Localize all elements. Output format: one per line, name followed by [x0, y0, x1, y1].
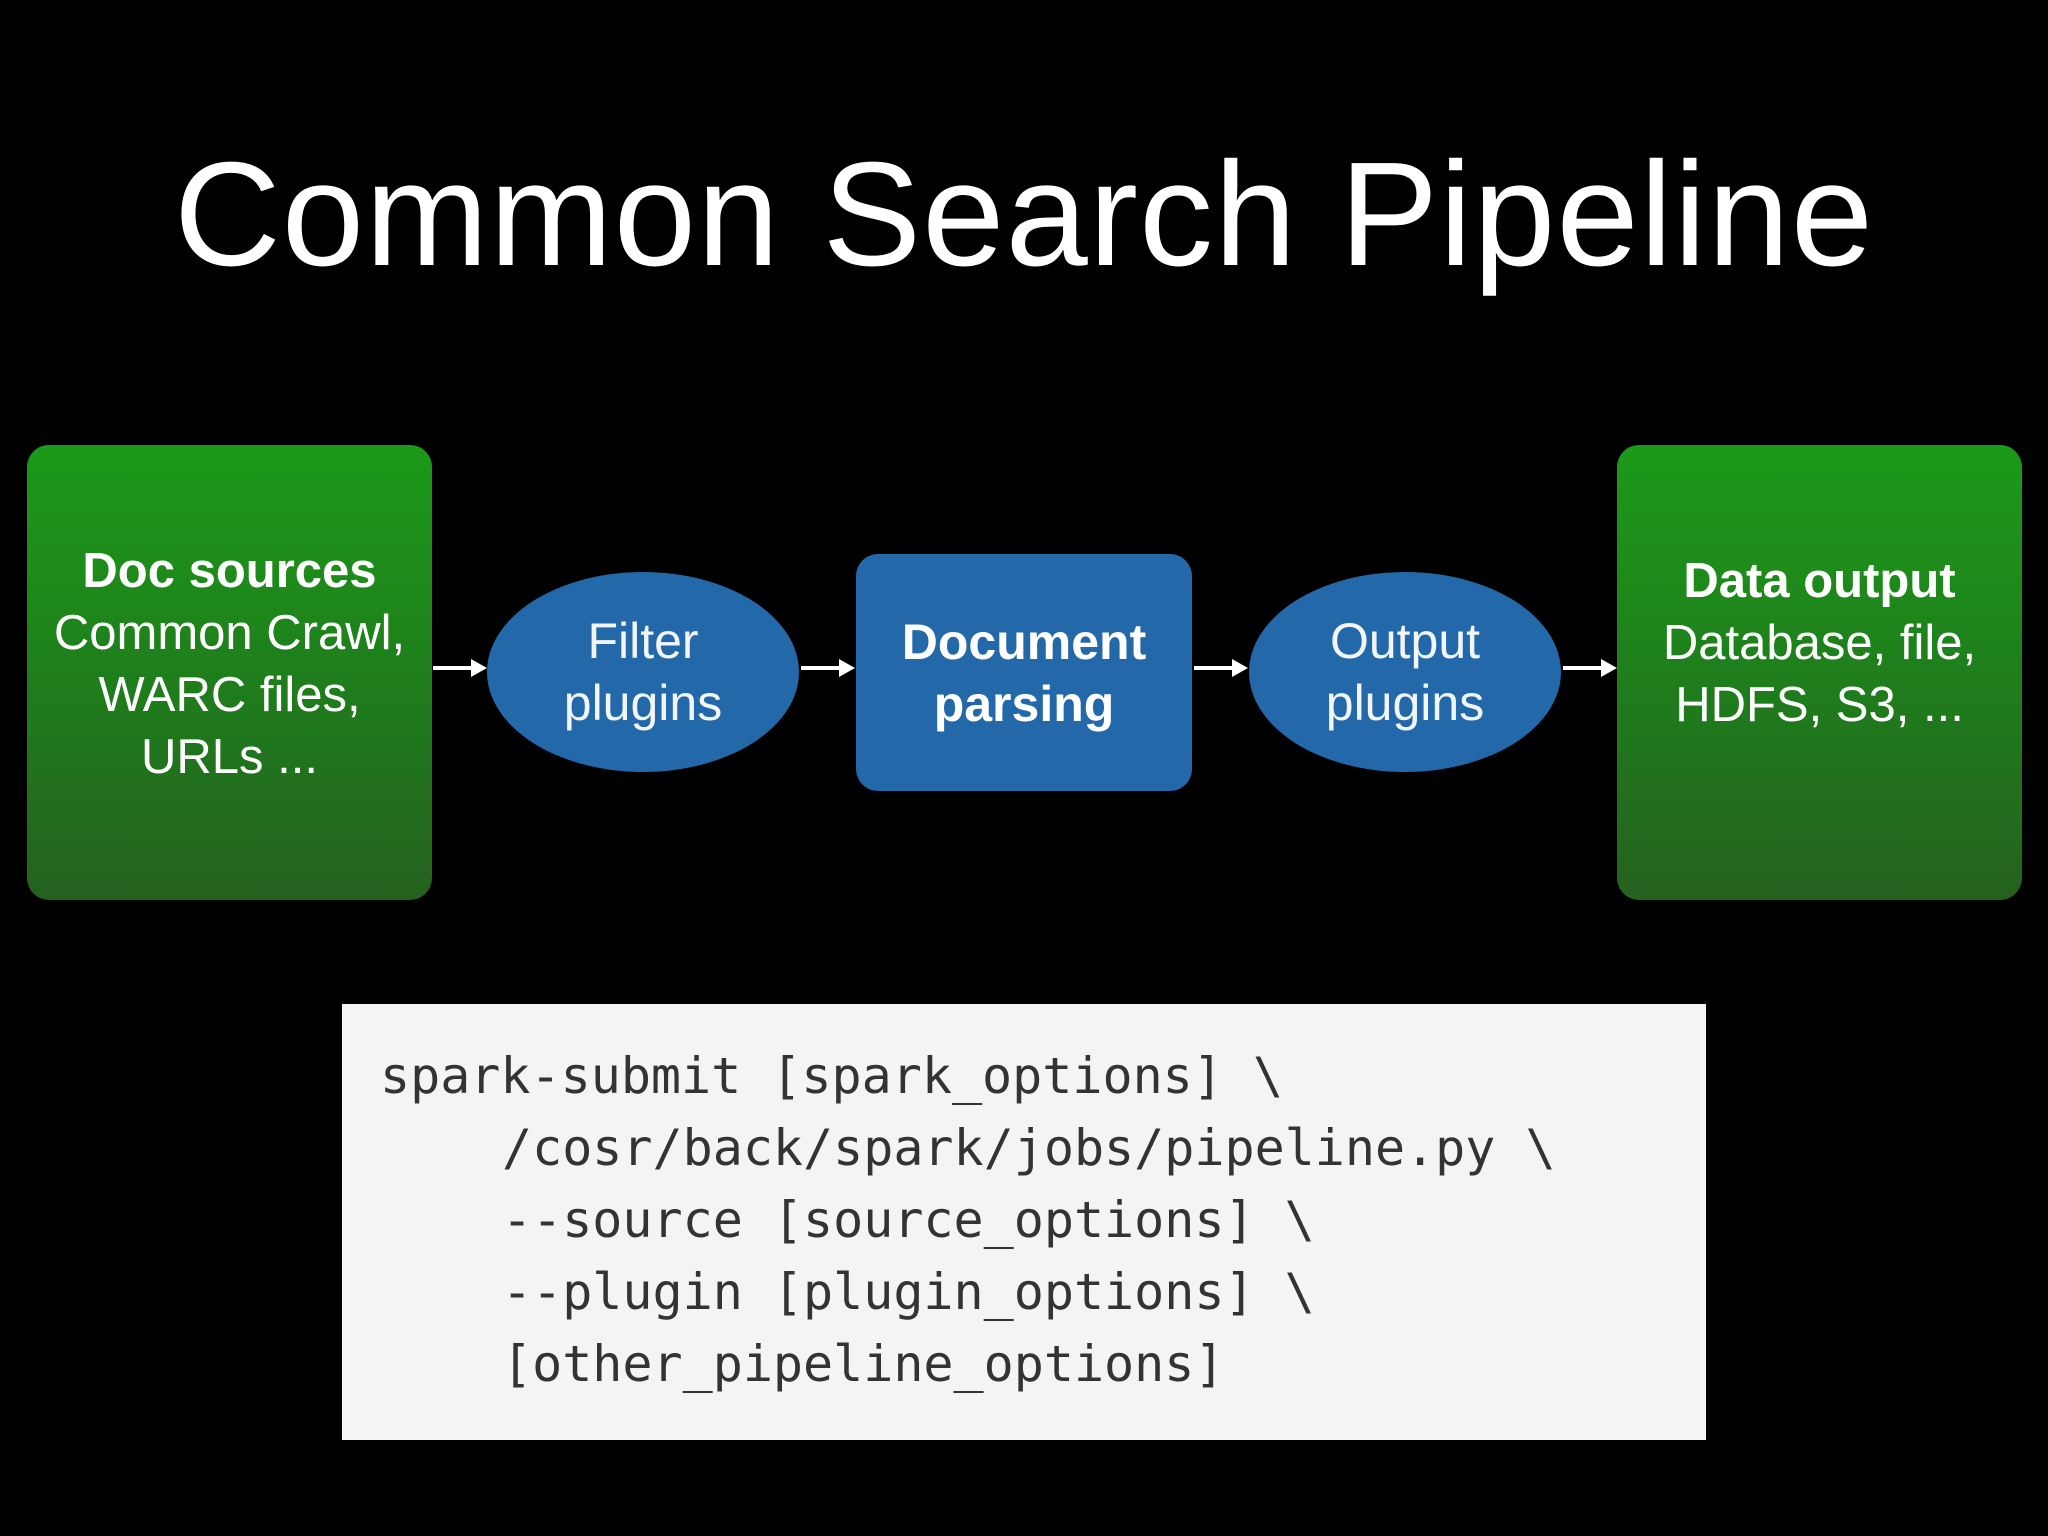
- doc-sources-heading: Doc sources: [82, 543, 377, 598]
- output-plugins-node: Output plugins: [1249, 572, 1561, 772]
- doc-sources-box: Doc sources Common Crawl, WARC files, UR…: [27, 445, 432, 900]
- filter-plugins-label: Filter: [587, 613, 699, 669]
- arrow-right-icon: [1563, 656, 1617, 680]
- filter-plugins-node: Filter plugins: [487, 572, 799, 772]
- document-parsing-label: Document: [901, 613, 1147, 670]
- data-output-content: Data output Database, file, HDFS, S3, ..…: [1663, 550, 1976, 736]
- slide-title: Common Search Pipeline: [173, 132, 1875, 297]
- doc-sources-line: Common Crawl,: [53, 605, 406, 660]
- arrow-right-icon: [801, 656, 855, 680]
- code-line: /cosr/back/spark/jobs/pipeline.py \: [502, 1119, 1556, 1177]
- doc-sources-content: Doc sources Common Crawl, WARC files, UR…: [54, 540, 405, 788]
- data-output-line: HDFS, S3, ...: [1675, 677, 1964, 732]
- arrow-right-icon: [433, 656, 487, 680]
- data-output-line: Database, file,: [1662, 615, 1977, 670]
- code-block: spark-submit [spark_options] \ /cosr/bac…: [342, 1004, 1706, 1440]
- data-output-heading: Data output: [1683, 553, 1956, 608]
- code-line: spark-submit [spark_options] \: [380, 1047, 1284, 1105]
- code-line: --plugin [plugin_options] \: [502, 1263, 1315, 1321]
- output-plugins-label: Output: [1329, 613, 1481, 669]
- document-parsing-label: parsing: [933, 675, 1115, 732]
- doc-sources-line: WARC files,: [98, 667, 361, 722]
- code-line: --source [source_options] \: [502, 1191, 1315, 1249]
- doc-sources-line: URLs ...: [141, 729, 318, 784]
- arrow-right-icon: [1194, 656, 1248, 680]
- output-plugins-label: plugins: [1325, 675, 1485, 731]
- document-parsing-node: Document parsing: [856, 554, 1192, 791]
- data-output-box: Data output Database, file, HDFS, S3, ..…: [1617, 445, 2022, 900]
- code-line: [other_pipeline_options]: [502, 1335, 1225, 1393]
- filter-plugins-label: plugins: [563, 675, 723, 731]
